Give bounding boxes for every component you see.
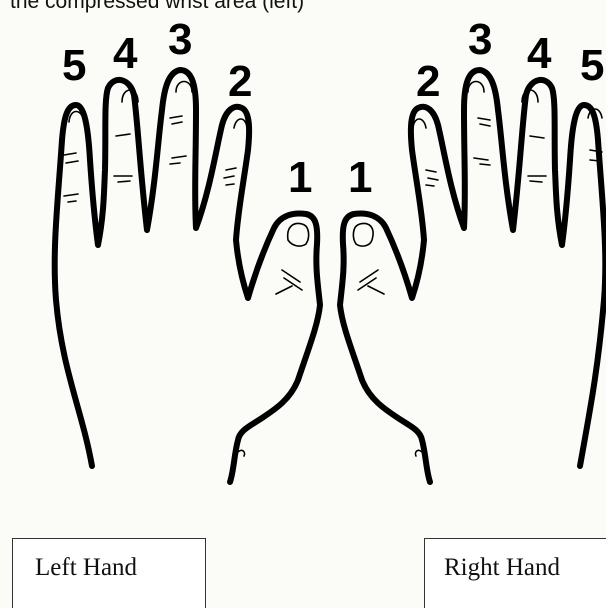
right-wrist-crease bbox=[415, 450, 422, 456]
left-thumb-nail bbox=[288, 224, 309, 247]
right-middle-nail bbox=[468, 82, 484, 93]
right-hand-drawing bbox=[340, 70, 605, 482]
right-pinky-number: 5 bbox=[580, 41, 604, 90]
right-index-number: 2 bbox=[416, 57, 440, 106]
right-hand-label: Right Hand bbox=[444, 554, 560, 582]
left-knuckle-lines bbox=[64, 116, 302, 294]
left-hand-outline bbox=[55, 70, 320, 482]
left-middle-nail bbox=[176, 82, 192, 93]
left-ring-number: 4 bbox=[113, 29, 138, 78]
right-hand-label-box: Right Hand bbox=[424, 538, 606, 608]
right-thumb-nail bbox=[353, 224, 373, 247]
left-hand-label: Left Hand bbox=[35, 554, 137, 582]
left-index-number: 2 bbox=[228, 57, 252, 106]
right-hand-outline bbox=[340, 70, 605, 482]
left-pinky-number: 5 bbox=[62, 41, 86, 90]
left-hand-label-box: Left Hand bbox=[12, 538, 206, 608]
right-middle-number: 3 bbox=[468, 15, 492, 64]
right-thumb-number: 1 bbox=[348, 153, 372, 202]
left-index-nail bbox=[234, 119, 247, 128]
right-index-nail bbox=[413, 119, 426, 128]
left-wrist-crease bbox=[238, 450, 245, 456]
left-middle-number: 3 bbox=[168, 15, 192, 64]
right-ring-number: 4 bbox=[527, 29, 552, 78]
left-thumb-number: 1 bbox=[288, 153, 312, 202]
left-hand-drawing bbox=[55, 70, 320, 482]
